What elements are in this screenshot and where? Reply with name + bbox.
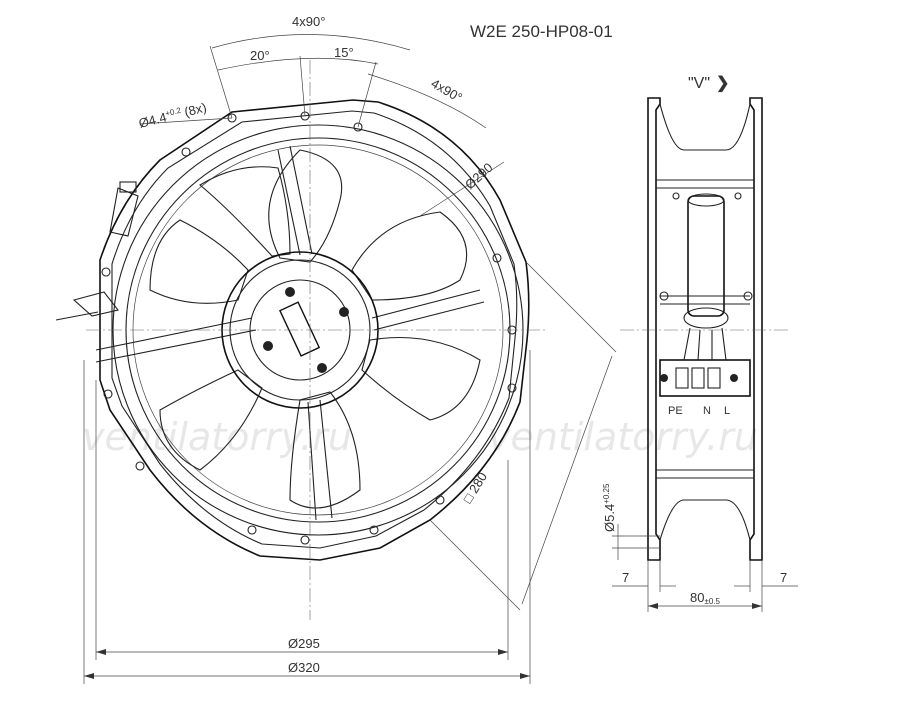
dim-flange-right: 7 [780, 570, 787, 585]
dim-hole-dia: Ø4.4 [137, 110, 168, 131]
dim-hole-tol: +0.2 [164, 106, 182, 119]
dim-angle-15: 15° [334, 45, 354, 60]
dim-depth-80: 80 [690, 590, 704, 605]
svg-text:80±0.5: 80±0.5 [690, 590, 721, 606]
dim-angle-4x90-top: 4x90° [292, 14, 325, 29]
terminal-l: L [724, 405, 730, 417]
dim-angle-4x90-right: 4x90° [429, 76, 465, 106]
terminal-pe: PE [668, 405, 683, 417]
dim-hole-count: (8x) [183, 100, 208, 120]
dim-flange-left: 7 [622, 570, 629, 585]
view-v-label: "V" [688, 75, 710, 92]
guard-struts [95, 145, 485, 521]
dim-depth-tol: ±0.5 [704, 597, 720, 606]
side-view: "V" ❯ PE N L [620, 75, 790, 561]
dim-square-280: □ 280 [460, 470, 490, 506]
svg-text:Ø5.4+0.25: Ø5.4+0.25 [602, 483, 617, 532]
terminal-n: N [703, 405, 711, 417]
dim-side-dia: Ø5.4 [602, 504, 617, 532]
svg-text:Ø4.4+0.2(8x): Ø4.4+0.2(8x) [137, 100, 208, 131]
dim-dia-320: Ø320 [288, 660, 320, 675]
dim-side-dia-tol: +0.25 [602, 483, 611, 504]
housing-inner-outline [111, 110, 518, 549]
impeller-blades [149, 149, 481, 509]
watermark-right: ventilatorry.ru [488, 415, 758, 459]
side-dimensions: Ø5.4+0.25 7 7 80±0.5 [602, 483, 798, 612]
cable-gland [55, 181, 139, 321]
dim-angle-20: 20° [250, 48, 270, 63]
watermark-left: ventilatorry.ru [82, 415, 352, 459]
dim-dia-295: Ø295 [288, 636, 320, 651]
model-title: W2E 250-HP08-01 [470, 22, 613, 41]
housing-outline [99, 99, 530, 561]
dim-dia-290: Ø290 [462, 160, 496, 192]
front-view [55, 60, 548, 620]
view-v-arrow: ❯ [716, 75, 729, 93]
